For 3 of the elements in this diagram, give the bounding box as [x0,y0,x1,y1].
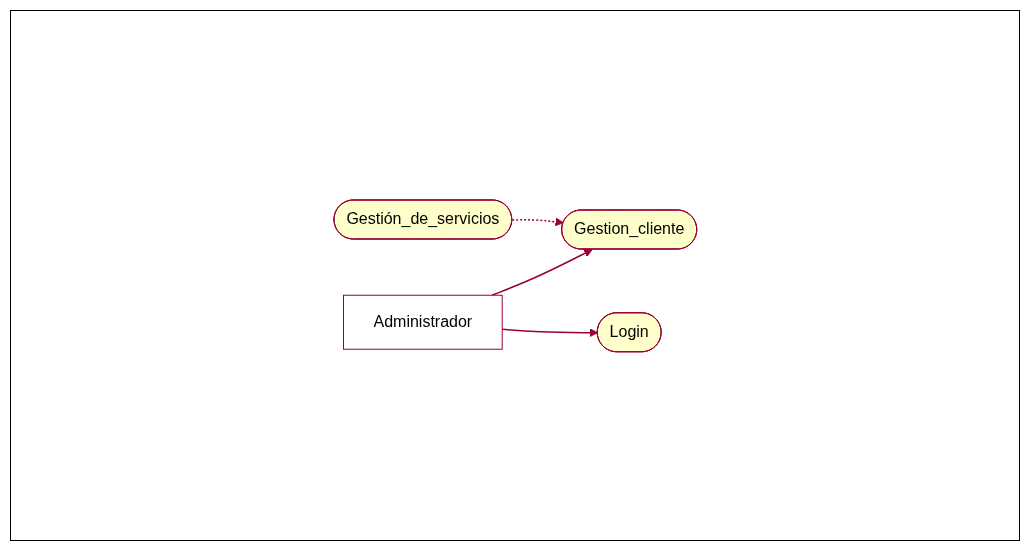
arrow [501,327,598,337]
arrow [511,217,564,226]
node-box: Administrador [342,294,503,350]
